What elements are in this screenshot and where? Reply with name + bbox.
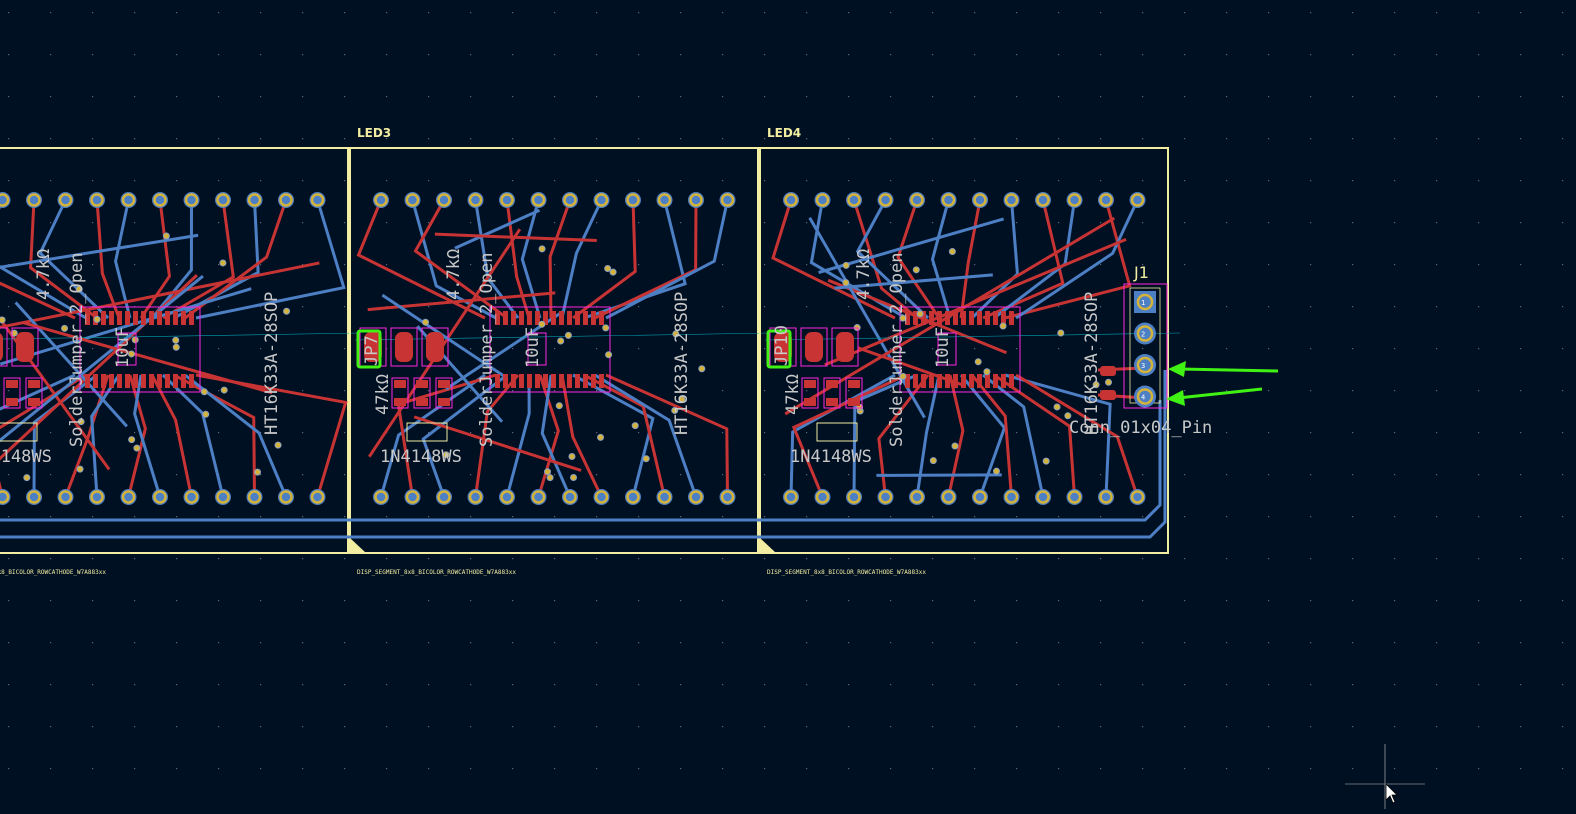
j1-pin-number: 4 <box>1141 394 1145 402</box>
j1-pin-number: 2 <box>1141 331 1145 339</box>
led-module-led3[interactable]: LED3DISP_SEGMENT_8x8_BICOLOR_ROWCATHODE_… <box>349 126 771 576</box>
jumper-value: SolderJumper_2_Open <box>887 253 907 447</box>
ic-value: HT16K33A-28SOP <box>262 292 282 435</box>
capacitor-value: 10uF <box>933 327 953 368</box>
resistor-4k7-value: 4.7kΩ <box>854 249 874 300</box>
ic-value: HT16K33A-28SOP <box>672 292 692 435</box>
pin-4-arrow <box>1166 387 1263 406</box>
resistor-47k-value: 47kΩ <box>783 374 803 415</box>
footprint-name: DISP_SEGMENT_8x8_BICOLOR_ROWCATHODE_W7A8… <box>767 569 926 576</box>
ic-value: HT16K33A-28SOP <box>1082 292 1102 435</box>
capacitor-value: 10uF <box>113 327 133 368</box>
module-ref: LED4 <box>767 126 801 140</box>
footprint-name: DISP_SEGMENT_8x8_BICOLOR_ROWCATHODE_W7A8… <box>357 569 516 576</box>
j1-ref: J1 <box>1133 263 1149 282</box>
mouse-pointer-icon <box>1385 783 1398 804</box>
jumper-ref: JP7 <box>362 335 382 366</box>
led-module-led4[interactable]: LED4DISP_SEGMENT_8x8_BICOLOR_ROWCATHODE_… <box>759 126 1181 576</box>
bus-traces <box>0 366 1167 539</box>
diode-value: 1N4148WS <box>380 447 462 467</box>
j1-pin-number: 1 <box>1141 299 1145 307</box>
resistor-4k7-value: 4.7kΩ <box>444 249 464 300</box>
led-module-partial[interactable]: DISP_SEGMENT_8x8_BICOLOR_ROWCATHODE_W7A8… <box>0 147 361 576</box>
highlighted-jumper[interactable] <box>766 329 792 369</box>
pin-3-arrow <box>1168 361 1279 377</box>
highlighted-jumper[interactable] <box>356 329 382 369</box>
jumper-value: SolderJumper_2_Open <box>477 253 497 447</box>
cursor-crosshair <box>1345 744 1425 809</box>
j1-pin-number: 3 <box>1141 362 1145 370</box>
connector-j1[interactable]: 1 2 3 4 J1 Conn_01x04_Pin <box>1069 263 1212 438</box>
footprint-name: DISP_SEGMENT_8x8_BICOLOR_ROWCATHODE_W7A8… <box>0 569 106 576</box>
capacitor-value: 10uF <box>523 327 543 368</box>
diode-value: 1N4148WS <box>790 447 872 467</box>
resistor-4k7-value: 4.7kΩ <box>34 249 54 300</box>
jumper-ref: JP10 <box>772 325 792 366</box>
resistor-47k-value: 47kΩ <box>373 374 393 415</box>
diode-value: 1N4148WS <box>0 447 52 467</box>
jumper-value: SolderJumper_2_Open <box>67 253 87 447</box>
module-ref: LED3 <box>357 126 391 140</box>
j1-value: Conn_01x04_Pin <box>1069 418 1212 438</box>
